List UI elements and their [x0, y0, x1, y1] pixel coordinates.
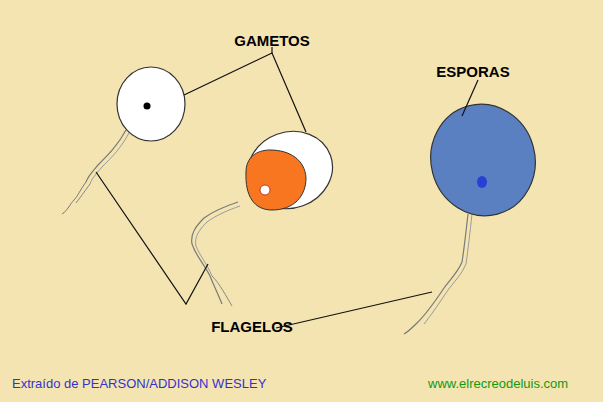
source-note: Extraído de PEARSON/ADDISON WESLEY — [12, 377, 266, 390]
cell-body — [418, 92, 547, 227]
spore-cell — [404, 92, 548, 334]
gamete-cell — [192, 120, 344, 306]
nucleus — [144, 103, 151, 110]
flagellum — [90, 131, 130, 184]
group-label: ESPORAS — [436, 64, 509, 79]
nucleus — [477, 176, 487, 188]
nucleus — [260, 185, 270, 195]
flagellum-tip — [76, 184, 90, 203]
cell-body — [117, 67, 185, 141]
part-label: FLAGELOS — [211, 319, 293, 334]
flagellum — [86, 130, 126, 182]
leader-line — [462, 80, 478, 116]
leader-line — [96, 172, 208, 304]
flagellum — [196, 206, 240, 276]
leader-line — [184, 53, 306, 132]
flagellum — [404, 214, 468, 334]
flagellum-tip — [62, 182, 86, 214]
cell-body — [237, 120, 344, 221]
cytoplasm — [246, 150, 306, 210]
watermark: www.elrecreodeluis.com — [428, 377, 568, 390]
leader-line — [276, 292, 432, 328]
flagellum-tip — [212, 276, 232, 306]
flagellum — [424, 214, 472, 324]
group-label: GAMETOS — [234, 33, 310, 48]
gamete-cell — [62, 67, 185, 214]
